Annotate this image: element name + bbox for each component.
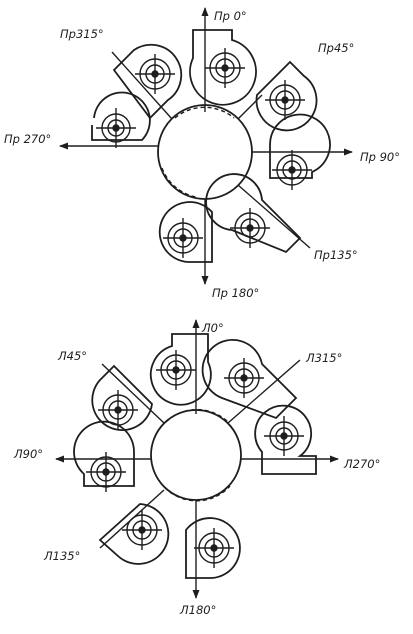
fan-icon-315 xyxy=(112,43,183,120)
fan-icon-0 xyxy=(149,333,212,406)
fan-icon-270 xyxy=(254,404,317,475)
label-right-0: Пр 0° xyxy=(214,9,247,23)
label-left-45: Л45° xyxy=(57,349,87,363)
central-circle xyxy=(150,409,242,501)
label-left-0: Л0° xyxy=(201,321,224,335)
axis-line-135 xyxy=(237,184,311,249)
label-right-90: Пр 90° xyxy=(360,150,400,164)
fan-icon-45 xyxy=(255,60,318,132)
fan-icon-135 xyxy=(205,173,302,254)
diagram-left-rotation xyxy=(55,319,339,599)
fan-icon-90 xyxy=(73,420,135,492)
fan-icon-315 xyxy=(201,339,298,420)
central-circle xyxy=(157,104,253,200)
fan-icon-45 xyxy=(91,364,153,431)
label-right-180: Пр 180° xyxy=(212,286,259,300)
axis-line-315 xyxy=(227,359,301,424)
label-right-270: Пр 270° xyxy=(4,132,51,146)
fan-icon-180 xyxy=(185,517,241,579)
label-left-315: Л315° xyxy=(305,351,342,365)
fan-icon-270 xyxy=(91,91,151,148)
label-right-45: Пр45° xyxy=(318,41,354,55)
label-left-180: Л180° xyxy=(179,603,216,617)
axis-line-45 xyxy=(101,363,165,424)
inner-arc-marks xyxy=(159,408,231,502)
label-left-90: Л90° xyxy=(13,447,43,461)
fan-icon-0 xyxy=(189,29,257,106)
axis-line-45 xyxy=(237,94,263,120)
fan-icon-135 xyxy=(98,503,170,565)
label-left-135: Л135° xyxy=(43,549,80,563)
diagram-right-rotation xyxy=(59,7,353,285)
label-right-315: Пр315° xyxy=(60,27,104,41)
fan-icon-90 xyxy=(269,113,331,190)
label-left-270: Л270° xyxy=(343,457,380,471)
inner-arc-marks xyxy=(161,106,235,198)
label-right-135: Пр135° xyxy=(314,248,358,262)
fan-icon-180 xyxy=(158,201,213,263)
